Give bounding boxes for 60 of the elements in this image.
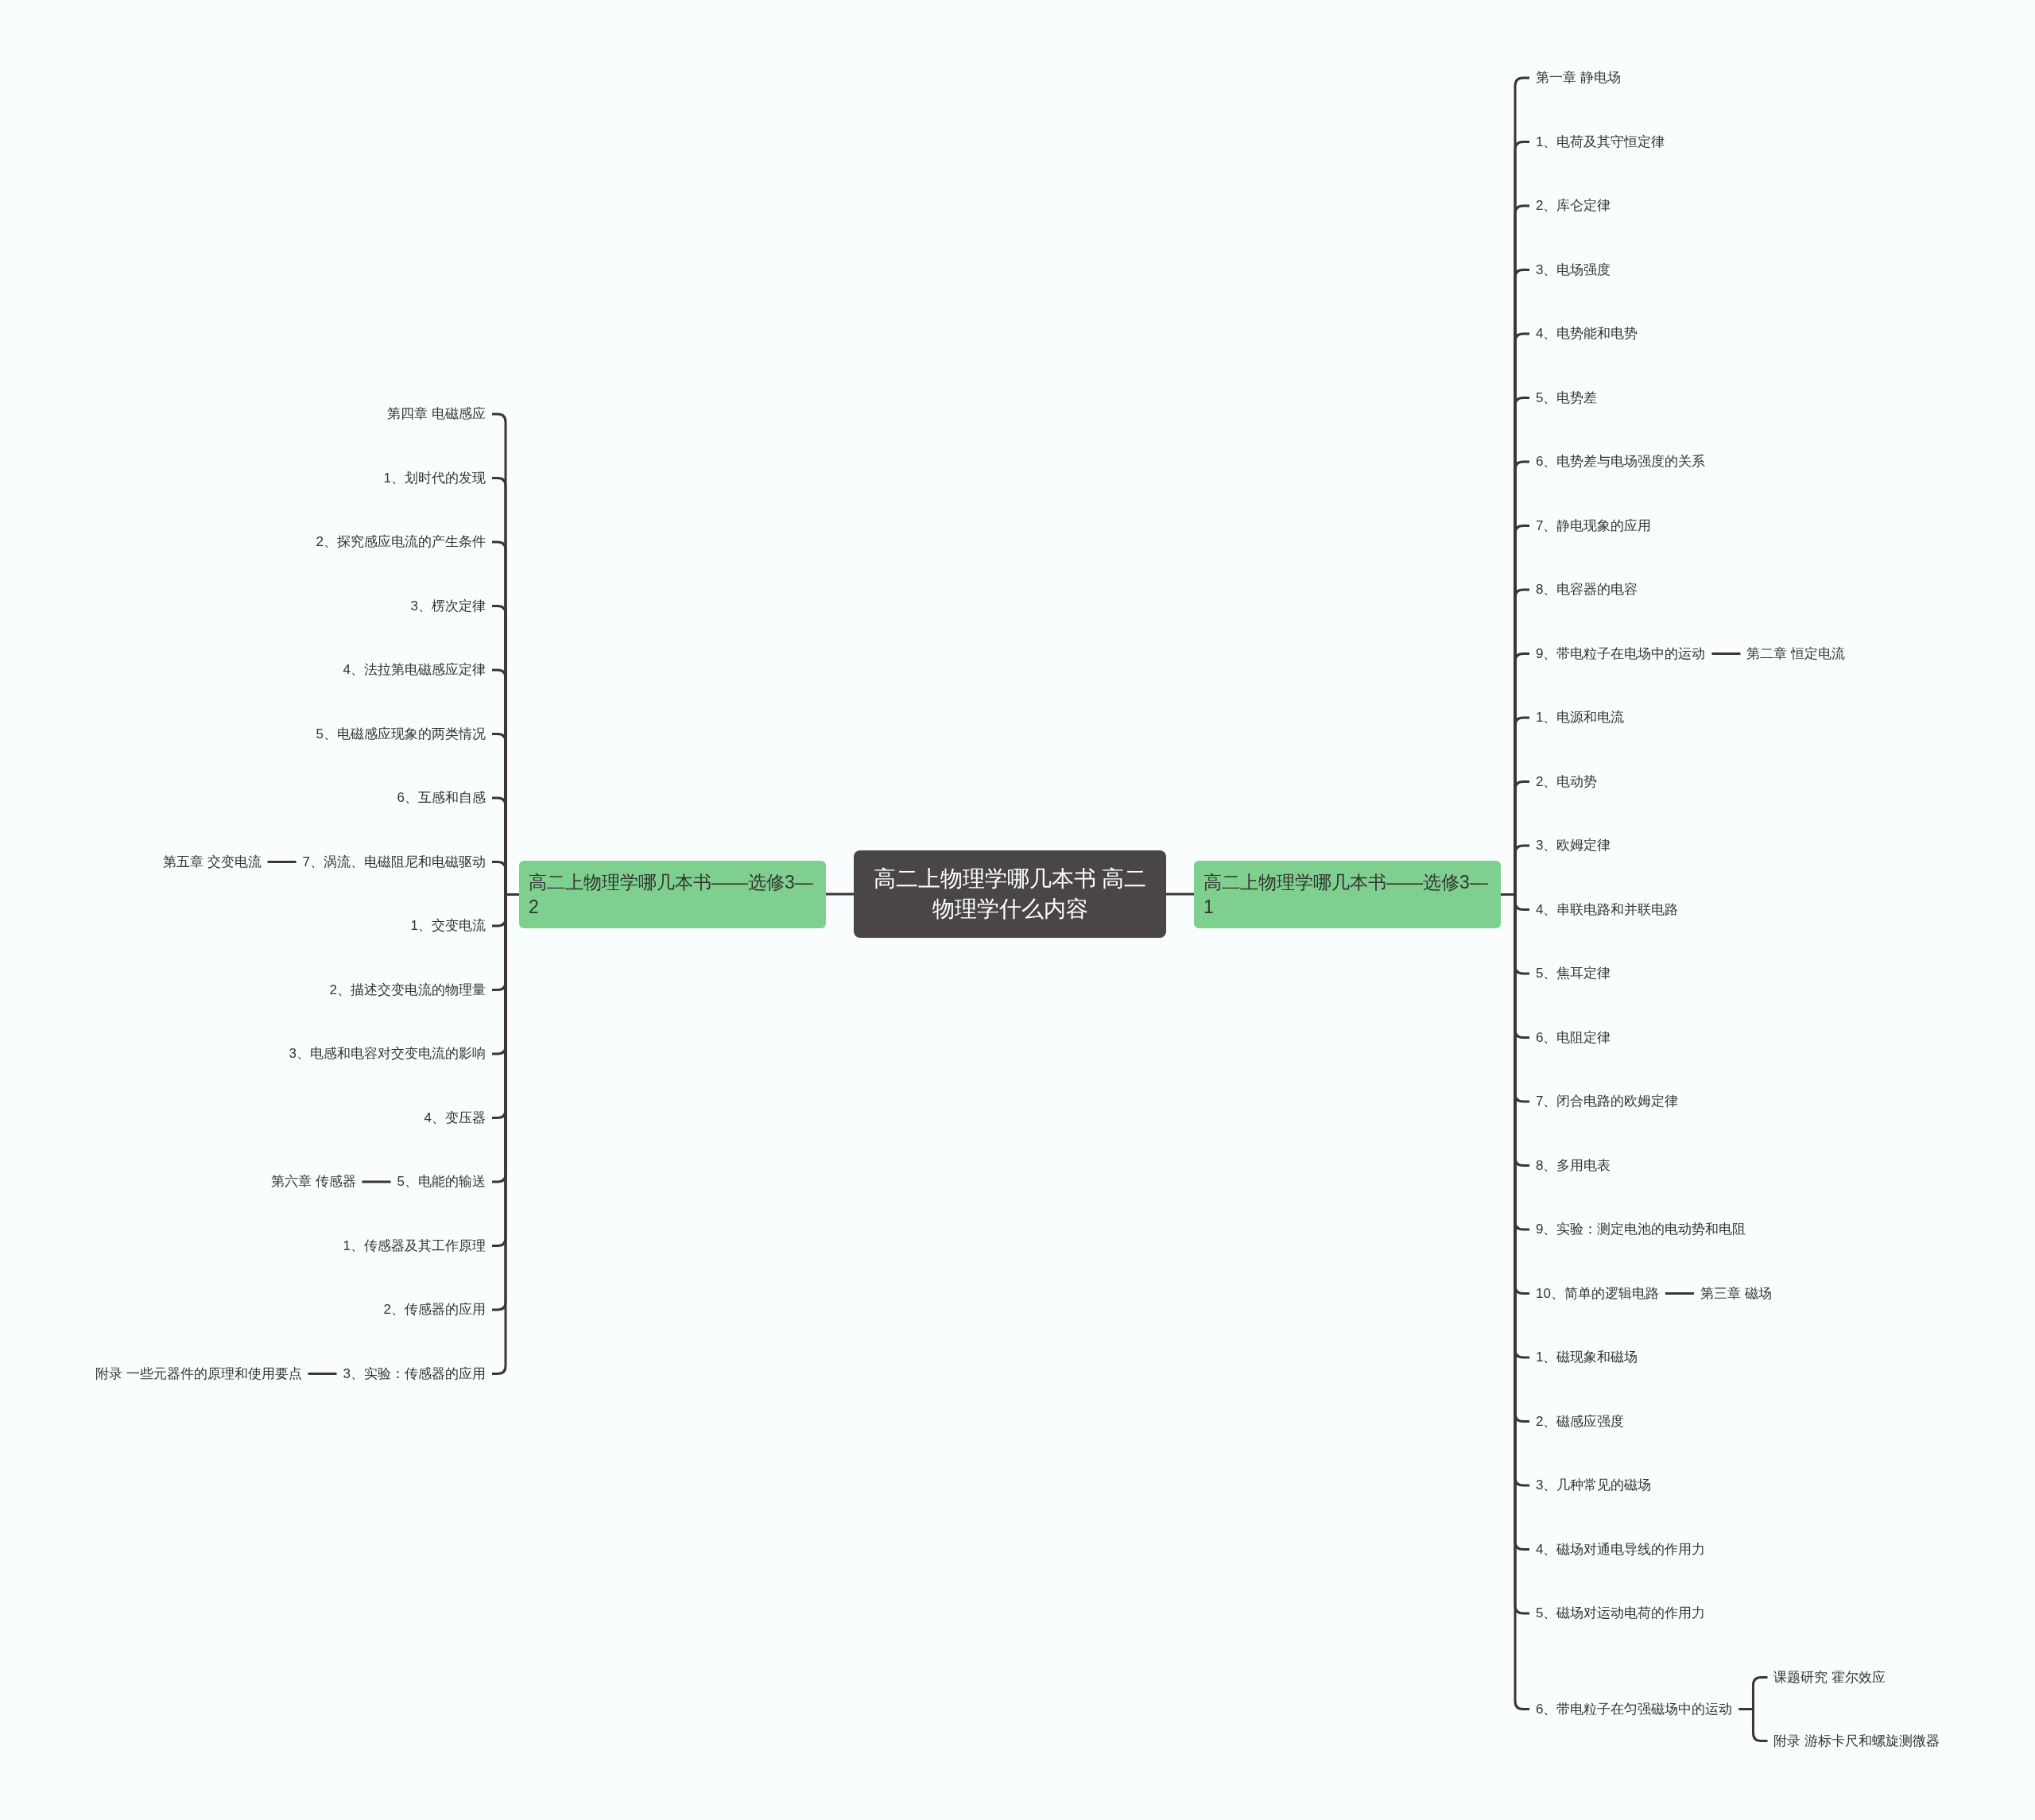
topic-label: 1、传感器及其工作原理 [336, 1236, 492, 1256]
topic-label: 7、闭合电路的欧姆定律 [1529, 1092, 1685, 1111]
topic-label: 第四章 电磁感应 [381, 405, 492, 424]
topic-label: 2、传感器的应用 [377, 1300, 492, 1319]
connector-line [1665, 1292, 1694, 1295]
topic-label: 3、几种常见的磁场 [1529, 1476, 1658, 1495]
topic-label: 4、电势能和电势 [1529, 324, 1645, 343]
topic-label: 1、磁现象和磁场 [1529, 1348, 1645, 1367]
topic-label: 第五章 交变电流 [156, 852, 268, 872]
connector-line [362, 1180, 391, 1183]
topic-label: 5、电磁感应现象的两类情况 [309, 724, 492, 744]
topic-label: 8、电容器的电容 [1529, 580, 1645, 599]
topic-label: 6、带电粒子在匀强磁场中的运动 [1529, 1699, 1739, 1719]
connector-line [1738, 1708, 1768, 1742]
connector-line [1711, 652, 1741, 655]
topic-label: 第二章 恒定电流 [1740, 644, 1852, 664]
topic-label: 附录 一些元器件的原理和使用要点 [88, 1364, 308, 1384]
topic-label: 8、多用电表 [1529, 1156, 1618, 1175]
topic-label: 第六章 传感器 [264, 1172, 362, 1191]
topic-label: 7、静电现象的应用 [1529, 516, 1658, 536]
topic-label: 2、描述交变电流的物理量 [323, 980, 492, 1000]
topic-label: 5、磁场对运动电荷的作用力 [1529, 1604, 1712, 1623]
connector-line [1166, 893, 1194, 896]
topic-label: 1、划时代的发现 [377, 468, 492, 488]
topic-label: 3、欧姆定律 [1529, 836, 1618, 855]
topic-label: 1、电荷及其守恒定律 [1529, 132, 1672, 152]
topic-label: 第三章 磁场 [1693, 1284, 1778, 1303]
topic-label: 5、电能的输送 [390, 1172, 492, 1191]
topic-label: 4、变压器 [417, 1108, 492, 1128]
topic-label: 1、电源和电流 [1529, 708, 1631, 727]
topic-label: 附录 游标卡尺和螺旋测微器 [1767, 1731, 1947, 1751]
topic-label: 2、库仑定律 [1529, 196, 1618, 215]
topic-label: 9、实验：测定电池的电动势和电阻 [1529, 1220, 1753, 1239]
topic-label: 3、电感和电容对交变电流的影响 [282, 1044, 492, 1063]
topic-label: 6、电势差与电场强度的关系 [1529, 452, 1712, 471]
topic-label: 2、电动势 [1529, 772, 1604, 792]
topic-label: 10、简单的逻辑电路 [1529, 1284, 1665, 1303]
topic-label: 1、交变电流 [404, 916, 492, 935]
connector-line [308, 1373, 337, 1375]
connector-line [267, 861, 297, 863]
topic-label: 5、焦耳定律 [1529, 964, 1618, 983]
topic-label: 3、电场强度 [1529, 260, 1618, 280]
topic-label: 4、串联电路和并联电路 [1529, 900, 1685, 920]
topic-label: 2、探究感应电流的产生条件 [309, 532, 492, 552]
central-topic: 高二上物理学哪几本书 高二物理学什么内容 [854, 850, 1166, 938]
topic-label: 第一章 静电场 [1529, 68, 1627, 87]
topic-label: 9、带电粒子在电场中的运动 [1529, 644, 1712, 664]
topic-label: 6、互感和自感 [390, 788, 492, 807]
branch-topic: 高二上物理学哪几本书——选修3—2 [519, 861, 826, 928]
branch-topic: 高二上物理学哪几本书——选修3—1 [1194, 861, 1501, 928]
topic-label: 2、磁感应强度 [1529, 1411, 1631, 1431]
topic-label: 课题研究 霍尔效应 [1767, 1667, 1893, 1687]
topic-label: 7、涡流、电磁阻尼和电磁驱动 [296, 852, 492, 872]
topic-label: 4、法拉第电磁感应定律 [336, 660, 492, 680]
topic-label: 3、实验：传感器的应用 [336, 1364, 492, 1384]
topic-label: 3、楞次定律 [404, 596, 492, 616]
topic-label: 5、电势差 [1529, 388, 1604, 408]
connector-line [826, 893, 854, 896]
topic-label: 4、磁场对通电导线的作用力 [1529, 1539, 1712, 1559]
topic-label: 6、电阻定律 [1529, 1028, 1618, 1047]
